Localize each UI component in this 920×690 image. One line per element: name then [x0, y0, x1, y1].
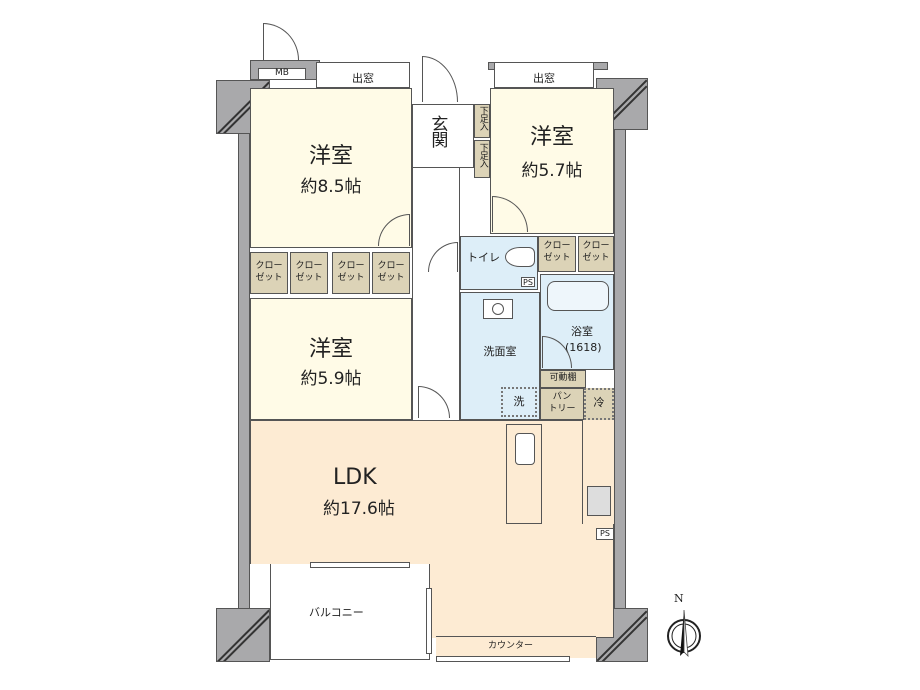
room-size: 約5.7帖: [521, 161, 583, 181]
shoe-box-label: 下足入: [477, 106, 488, 130]
closet-label-top: クロー: [582, 241, 610, 251]
closet-label-bottom: ゼット: [377, 273, 405, 283]
kitchen-sink-icon: [515, 433, 535, 465]
toilet-bowl-icon: [505, 247, 535, 267]
shoe-box-label: 下足入: [477, 143, 488, 167]
ps-kitchen: PS: [596, 528, 614, 540]
balcony-side-window[interactable]: [426, 588, 432, 654]
stove-icon: [587, 486, 611, 516]
balcony-label: バルコニー: [309, 606, 364, 619]
washroom-label: 洗面室: [483, 345, 517, 358]
closet-label-top: クロー: [295, 261, 323, 271]
fridge-label: 冷: [593, 396, 605, 409]
movable-shelf-label: 可動棚: [549, 373, 577, 383]
closet-3[interactable]: クロー ゼット: [332, 252, 370, 294]
fridge-space[interactable]: 冷: [584, 388, 614, 420]
ldk-lower: [436, 562, 614, 638]
closet-4[interactable]: クロー ゼット: [372, 252, 410, 294]
closet-label-bottom: ゼット: [295, 273, 323, 283]
kitchen-counter: [582, 420, 614, 524]
ldk-label: LDK: [333, 465, 377, 490]
washroom[interactable]: 洗面室 洗: [460, 292, 540, 420]
entrance[interactable]: 玄関: [412, 104, 474, 168]
pantry-label-top: パン: [552, 392, 572, 402]
shoe-box-1[interactable]: 下足入: [474, 104, 490, 138]
bay-window-right[interactable]: 出窓: [494, 62, 594, 88]
room-size: 約8.5帖: [300, 177, 362, 197]
outer-wall-left: [238, 80, 250, 640]
closet-label-top: クロー: [543, 241, 571, 251]
bottom-window[interactable]: [436, 656, 570, 662]
ps-toilet: PS: [521, 277, 535, 287]
bay-window-right-label: 出窓: [533, 72, 555, 85]
ldk[interactable]: LDK 約17.6帖: [250, 420, 614, 564]
bay-window-left[interactable]: 出窓: [316, 62, 410, 88]
washer-space: 洗: [501, 387, 537, 417]
room-name: 洋室: [308, 337, 353, 362]
room-name: 洋室: [529, 125, 574, 150]
room-size: 約5.9帖: [300, 369, 362, 389]
closet-label-bottom: ゼット: [337, 273, 365, 283]
movable-shelf[interactable]: 可動棚: [540, 370, 586, 388]
toilet[interactable]: トイレ PS: [460, 236, 538, 290]
ldk-size: 約17.6帖: [323, 499, 395, 519]
kitchen-island[interactable]: [506, 424, 542, 524]
closet-label-top: クロー: [377, 261, 405, 271]
meter-box: MB: [258, 68, 306, 80]
pillar-bottom-left: [216, 608, 270, 662]
hallway[interactable]: [412, 168, 460, 420]
closet-6[interactable]: クロー ゼット: [578, 236, 614, 272]
outer-wall-right: [614, 80, 626, 640]
counter: カウンター: [436, 636, 596, 658]
compass-icon: [667, 609, 701, 658]
bathroom-size: (1618): [565, 341, 602, 354]
mb-label: MB: [275, 68, 289, 78]
pantry[interactable]: パン トリー: [540, 388, 584, 420]
western-room-3[interactable]: 洋室 約5.9帖: [250, 298, 412, 420]
entrance-door-swing[interactable]: [422, 56, 458, 102]
closet-label-bottom: ゼット: [582, 253, 610, 263]
bay-window-left-label: 出窓: [352, 72, 374, 85]
counter-label: カウンター: [488, 641, 534, 651]
closet-5[interactable]: クロー ゼット: [538, 236, 576, 272]
washer-label: 洗: [513, 395, 525, 408]
pantry-label-bottom: トリー: [548, 404, 576, 414]
closet-label-bottom: ゼット: [543, 253, 571, 263]
bathroom-label: 浴室: [571, 325, 593, 338]
closet-label-bottom: ゼット: [255, 273, 283, 283]
room-name: 洋室: [308, 144, 353, 169]
closet-label-top: クロー: [255, 261, 283, 271]
compass-north-label: N: [674, 592, 684, 605]
entrance-label: 玄関: [427, 115, 448, 147]
balcony-sash-window[interactable]: [310, 562, 410, 568]
compass: N: [660, 592, 710, 662]
western-room-1[interactable]: 洋室 約8.5帖: [250, 88, 412, 248]
closet-2[interactable]: クロー ゼット: [290, 252, 328, 294]
bathtub-icon: [547, 281, 609, 311]
closet-label-top: クロー: [337, 261, 365, 271]
closet-1[interactable]: クロー ゼット: [250, 252, 288, 294]
sink-icon: [483, 299, 513, 319]
toilet-label: トイレ: [467, 251, 500, 264]
shoe-box-2[interactable]: 下足入: [474, 140, 490, 178]
balcony[interactable]: バルコニー: [270, 564, 430, 660]
mb-door-swing[interactable]: [263, 23, 299, 60]
